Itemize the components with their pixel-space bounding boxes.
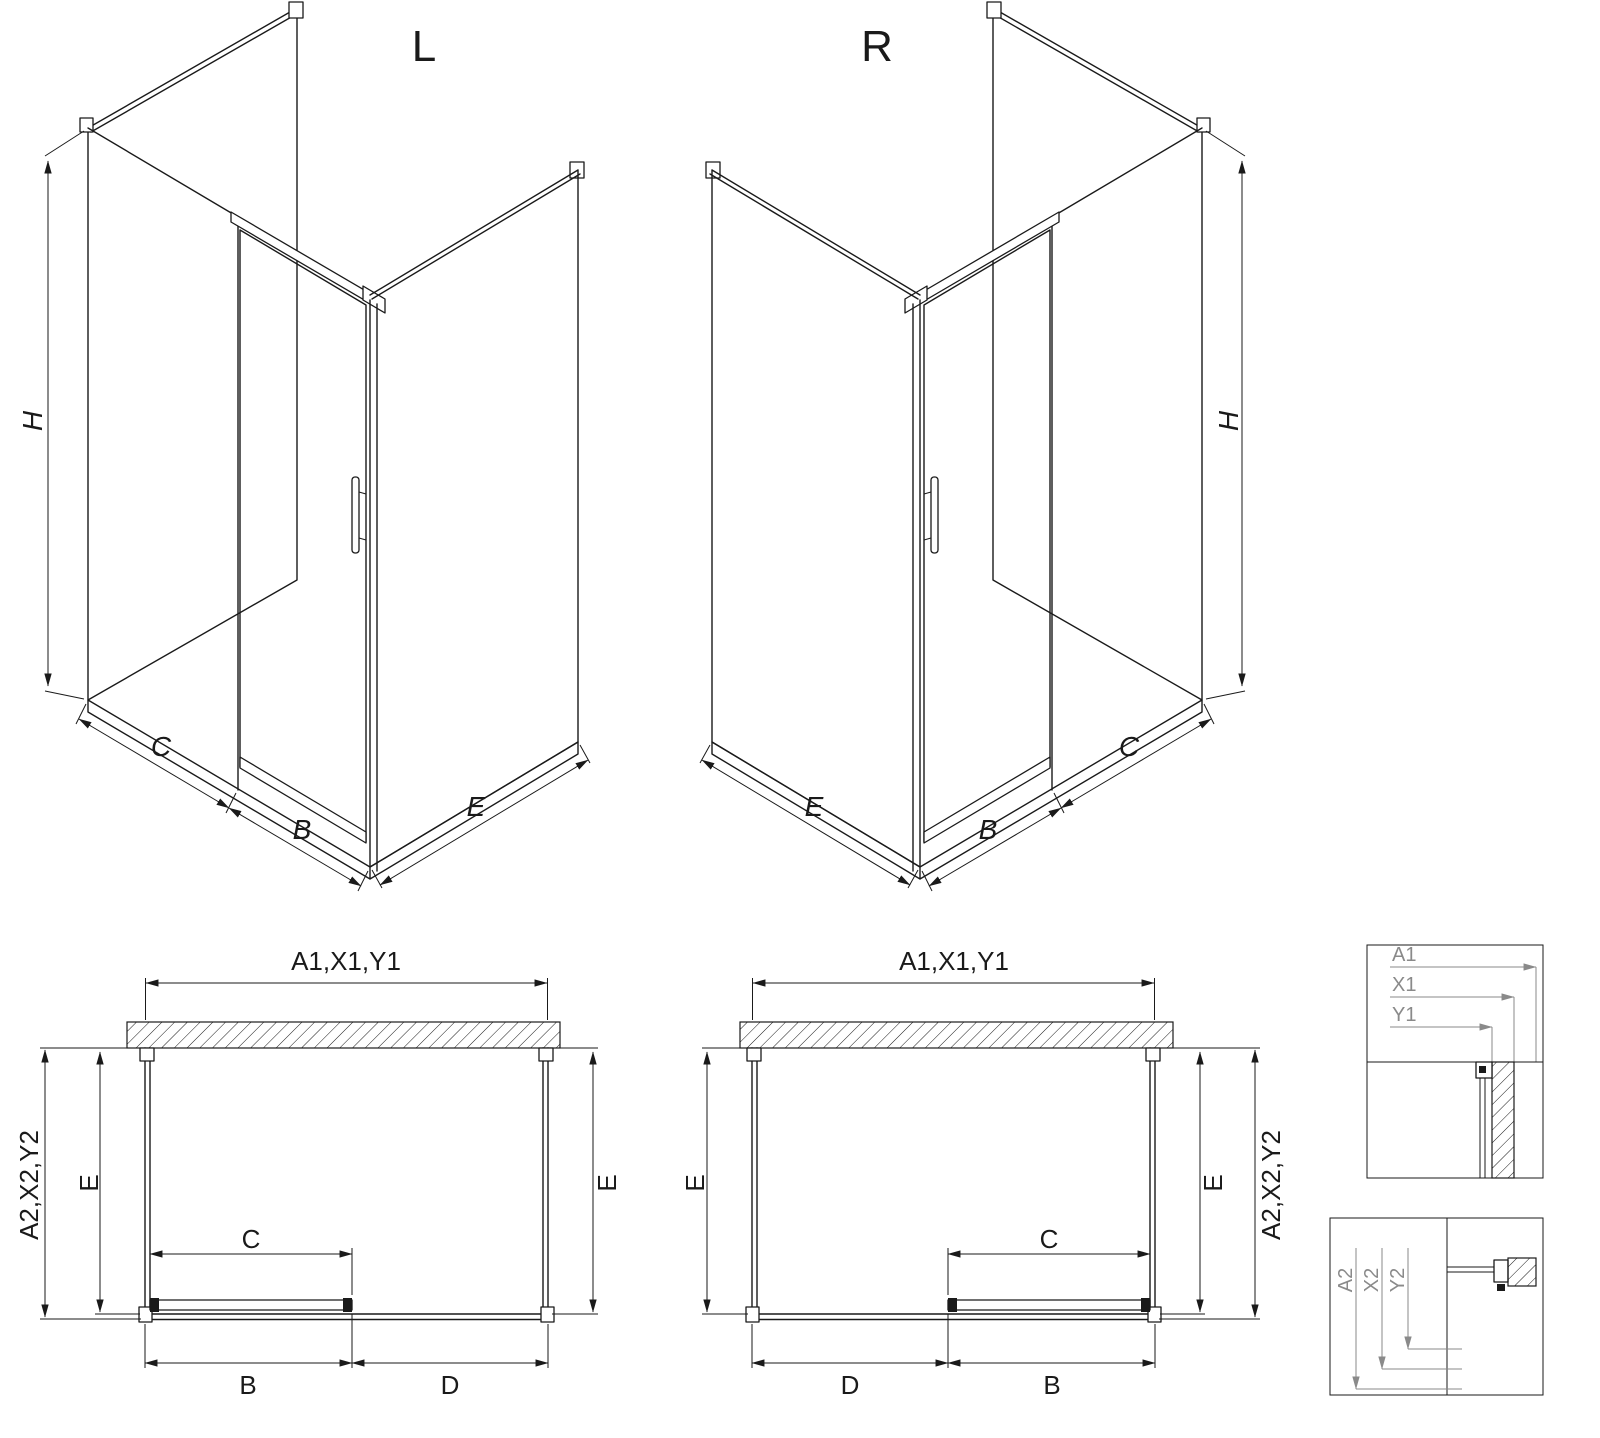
dim-label-a1-group-plan-left: A1,X1,Y1 <box>291 946 401 976</box>
dim-label-a2-group-plan-left: A2,X2,Y2 <box>14 1130 44 1240</box>
view-label-right: R <box>861 22 893 71</box>
detail-top-wall-hatch <box>1491 1061 1515 1179</box>
dim-label-d-plan-left: D <box>441 1370 460 1400</box>
dim-label-c-plan-left: C <box>242 1224 261 1254</box>
detail-top <box>1366 944 1544 1179</box>
detail-label-y2: Y2 <box>1387 1268 1409 1292</box>
dim-label-b-iso-left: B <box>293 814 312 845</box>
detail-bottom-wall-hatch <box>1507 1257 1537 1287</box>
dim-label-e-iso-left: E <box>467 791 486 822</box>
dim-label-b-plan-left: B <box>239 1370 256 1400</box>
dim-label-h-iso-left: H <box>17 410 48 431</box>
detail-label-a1: A1 <box>1392 944 1416 966</box>
detail-label-x2: X2 <box>1361 1268 1383 1292</box>
dim-label-a1-group-plan-right: A1,X1,Y1 <box>899 946 1009 976</box>
dim-label-c-plan-right: C <box>1040 1224 1059 1254</box>
dim-label-h-iso-right: H <box>1213 410 1244 431</box>
dim-label-b-iso-right: B <box>979 814 998 845</box>
dim-label-e-plan-right-near: E <box>680 1174 710 1191</box>
dim-label-c-iso-right: C <box>1119 731 1140 762</box>
wall-section-hatch-right <box>739 1021 1174 1049</box>
dim-label-e-iso-right: E <box>805 791 824 822</box>
wall-section-hatch-left <box>126 1021 561 1049</box>
dim-label-d-plan-right: D <box>841 1370 860 1400</box>
dim-label-e-plan-left-far: E <box>592 1174 622 1191</box>
detail-label-a2: A2 <box>1335 1268 1357 1292</box>
iso-right-view <box>700 2 1245 891</box>
detail-bottom <box>1329 1217 1544 1396</box>
iso-left-view <box>45 2 590 891</box>
dim-label-c-iso-left: C <box>151 731 172 762</box>
dim-label-a2-group-plan-right: A2,X2,Y2 <box>1256 1130 1286 1240</box>
view-label-left: L <box>412 22 436 71</box>
dim-label-b-plan-right: B <box>1043 1370 1060 1400</box>
detail-label-x1: X1 <box>1392 974 1416 996</box>
dim-label-e-plan-left-near: E <box>74 1174 104 1191</box>
detail-label-y1: Y1 <box>1392 1004 1416 1026</box>
dim-label-e-plan-right-far: E <box>1198 1174 1228 1191</box>
